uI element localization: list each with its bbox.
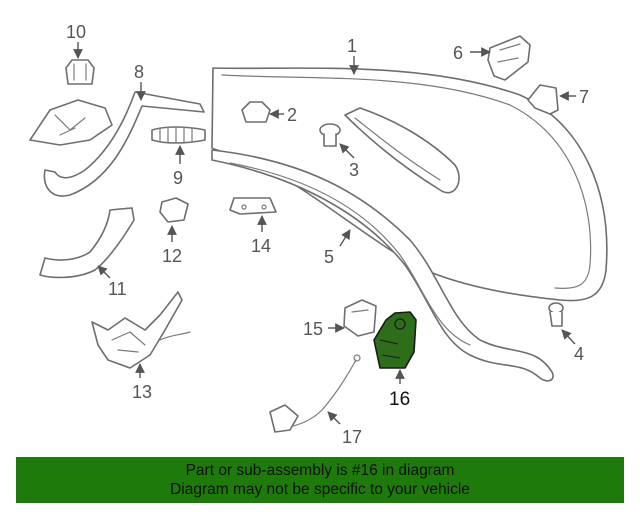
part-5-seal[interactable] — [211, 149, 554, 382]
callout-17: 17 — [342, 427, 362, 447]
callout-8: 8 — [134, 62, 144, 82]
callout-2: 2 — [287, 105, 297, 125]
part-2-grommet[interactable] — [241, 101, 271, 123]
callout-4: 4 — [574, 344, 584, 364]
leader-11 — [97, 265, 111, 279]
leader-5 — [339, 229, 351, 247]
part-16-body[interactable] — [373, 311, 417, 369]
banner-line-2: Diagram may not be specific to your vehi… — [170, 481, 470, 498]
part-9-spring[interactable] — [151, 126, 206, 144]
callout-9: 9 — [173, 168, 183, 188]
info-banner: Part or sub-assembly is #16 in diagram D… — [16, 457, 624, 503]
callout-5: 5 — [324, 247, 334, 267]
part-8-hinge[interactable] — [29, 91, 205, 197]
callout-6: 6 — [453, 43, 463, 63]
part-11-handle[interactable] — [39, 207, 135, 279]
callout-7: 7 — [579, 87, 589, 107]
part-14-bracket[interactable] — [229, 197, 277, 215]
part-4-bumper[interactable] — [548, 302, 564, 327]
parts-diagram: 1 2 3 4 5 6 7 8 9 10 11 12 13 14 15 16 1… — [29, 22, 608, 447]
part-15-sensor[interactable] — [343, 299, 377, 337]
part-3-bumper[interactable] — [319, 123, 341, 147]
callout-15: 15 — [303, 319, 323, 339]
part-7-clip[interactable] — [527, 84, 559, 115]
leader-4 — [561, 329, 576, 345]
part-6-bracket[interactable] — [487, 35, 531, 81]
callout-16: 16 — [389, 389, 410, 410]
part-16-actuator[interactable] — [373, 311, 417, 369]
callout-10: 10 — [66, 22, 86, 42]
part-17-cable[interactable] — [269, 354, 361, 433]
part-10-bumper[interactable] — [65, 59, 95, 85]
callout-11: 11 — [108, 279, 127, 299]
part-13-latch[interactable] — [91, 291, 191, 369]
callout-14: 14 — [251, 236, 271, 256]
banner-line-1: Part or sub-assembly is #16 in diagram — [185, 462, 455, 479]
leader-17 — [327, 411, 341, 425]
callout-1: 1 — [347, 36, 357, 56]
callout-3: 3 — [349, 160, 359, 180]
part-12-plug[interactable] — [159, 197, 189, 223]
leader-3 — [339, 143, 355, 159]
callout-12: 12 — [162, 246, 182, 266]
callout-13: 13 — [132, 382, 152, 402]
